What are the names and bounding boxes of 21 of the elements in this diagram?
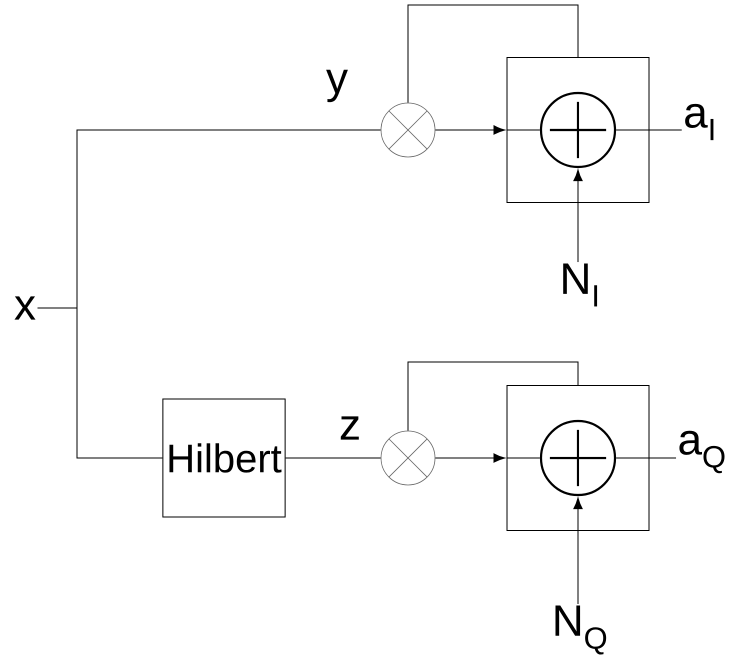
signal-label: a$_{I}$: [685, 104, 714, 140]
multiplier-symbol: [380, 430, 436, 486]
summing-block: [506, 385, 650, 531]
signal-label: N$_{Q}$: [556, 605, 606, 654]
summing-block: [506, 57, 650, 203]
connector: [408, 362, 578, 432]
signal-label: a$_{Q}$: [679, 430, 724, 474]
signal-label: z: [340, 416, 359, 440]
signal-label: N$_{I}$: [563, 264, 598, 306]
adder-symbol: [540, 92, 616, 168]
signal-label: x: [14, 296, 36, 320]
multiplier-symbol: [380, 102, 436, 158]
connector: [573, 498, 583, 604]
connector: [37, 308, 163, 458]
connector: [573, 170, 583, 263]
adder-symbol: [540, 420, 616, 496]
connector: [408, 4, 578, 104]
signal-label: y: [326, 70, 348, 102]
hilbert-block: Hilbert: [162, 398, 286, 518]
connector: [434, 453, 505, 463]
connector: [434, 125, 505, 135]
